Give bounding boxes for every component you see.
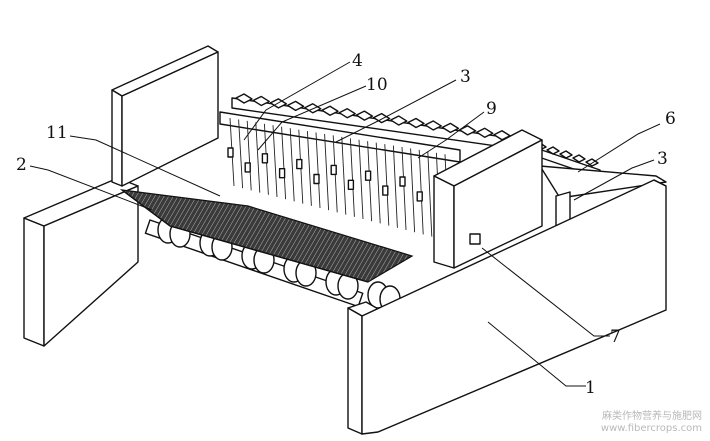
- comb-tooth: [235, 93, 253, 104]
- thread-wire: [306, 131, 312, 206]
- watermark-line-1: 麻类作物营养与施肥网: [602, 411, 702, 422]
- watermark-line-2: www.fibercrops.com: [600, 423, 702, 434]
- thread-array: [227, 117, 450, 242]
- thread-wire: [375, 142, 381, 224]
- label-9: 9: [486, 99, 497, 119]
- thread-wire: [401, 146, 407, 231]
- label-4: 4: [352, 51, 363, 71]
- comb-tooth: [441, 122, 460, 134]
- side-comb-tooth: [572, 154, 586, 163]
- comb-tooth: [424, 120, 442, 131]
- comb-tooth: [458, 125, 477, 136]
- thread-clip: [347, 179, 355, 191]
- thread-clip: [278, 167, 286, 179]
- label-7: 7: [610, 327, 621, 347]
- label-2: 2: [16, 155, 27, 175]
- thread-clip: [227, 147, 234, 158]
- thread-clip: [244, 162, 251, 173]
- thread-wire: [392, 145, 398, 228]
- thread-wire: [272, 125, 278, 198]
- side-comb-tooth: [559, 150, 573, 159]
- thread-wire: [289, 128, 295, 202]
- thread-clip: [313, 173, 320, 185]
- thread-clip: [382, 185, 389, 196]
- comb-tooth: [476, 127, 494, 139]
- comb-tooth: [286, 100, 305, 112]
- thread-wire: [410, 148, 416, 233]
- thread-wire: [358, 139, 364, 220]
- comb-tooth: [321, 105, 339, 116]
- thread-clip: [364, 170, 372, 181]
- thread-wire: [315, 132, 321, 209]
- thread-wire: [367, 141, 373, 222]
- comb-tooth: [407, 117, 425, 129]
- thread-clip: [330, 164, 337, 176]
- leader-lines: [29, 61, 661, 387]
- label-10: 10: [366, 75, 388, 95]
- thread-clip: [296, 158, 303, 170]
- comb-tooth: [355, 110, 374, 121]
- thread-wire: [324, 133, 330, 211]
- right-frame-post: [433, 129, 543, 269]
- thread-wire: [349, 138, 355, 217]
- left-foot-plate: [23, 177, 139, 347]
- thread-wire: [238, 119, 244, 189]
- mesh-belt: [119, 189, 414, 283]
- thread-clip: [416, 191, 423, 202]
- label-11: 11: [46, 123, 68, 143]
- thread-clip: [261, 153, 269, 164]
- thread-clip: [399, 176, 406, 187]
- label-3-right: 3: [657, 149, 668, 169]
- thread-wire: [427, 151, 433, 237]
- side-comb-tooth: [546, 146, 560, 155]
- top-comb-rail: [231, 93, 528, 151]
- comb-tooth: [252, 95, 270, 107]
- rear-left-plate: [111, 45, 219, 187]
- comb-tooth: [390, 115, 408, 126]
- thread-wire: [255, 122, 261, 193]
- front-base-plate: [347, 179, 667, 435]
- watermark: 麻类作物营养与施肥网 www.fibercrops.com: [601, 411, 702, 435]
- thread-wire: [246, 120, 252, 191]
- comb-tooth: [338, 107, 356, 119]
- thread-wire: [281, 126, 287, 200]
- label-3-top: 3: [460, 67, 471, 87]
- thread-wire: [384, 144, 390, 226]
- label-6: 6: [665, 109, 676, 129]
- label-1: 1: [585, 378, 596, 398]
- thread-wire: [341, 136, 347, 215]
